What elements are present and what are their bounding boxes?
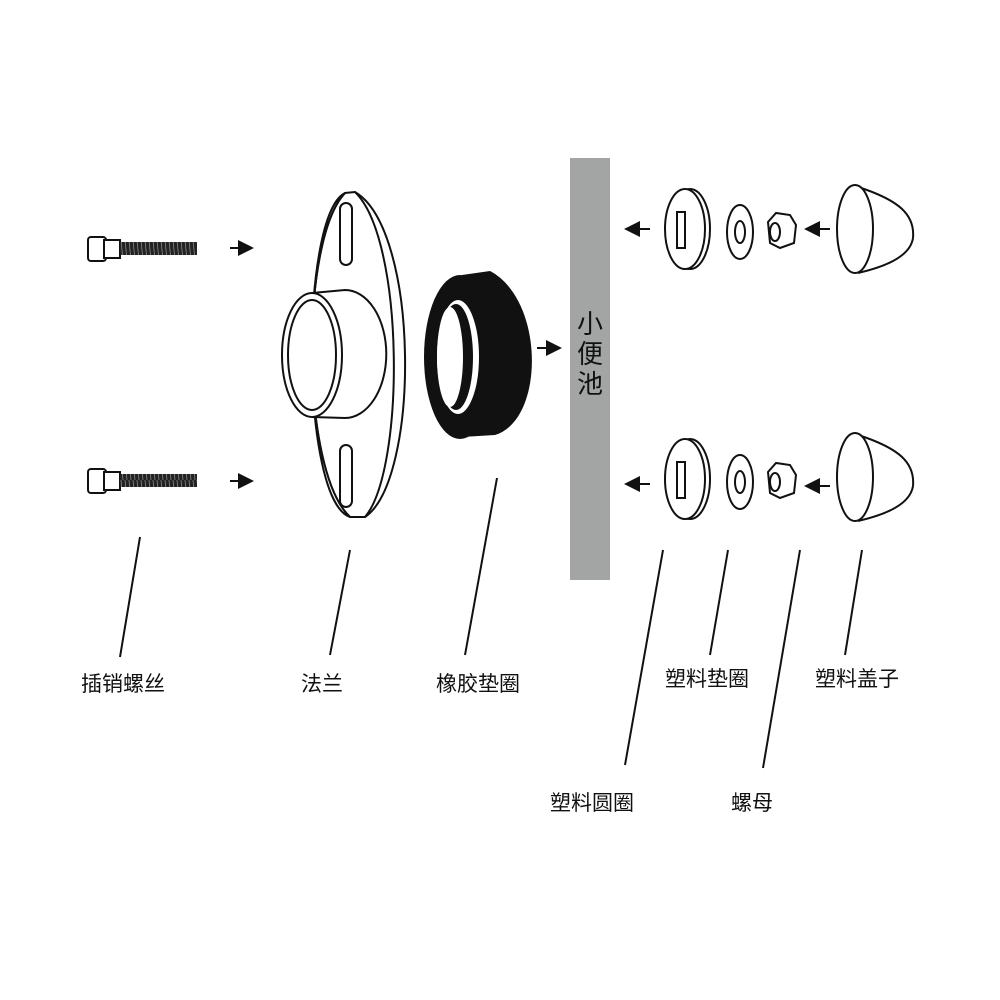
label-nut: 螺母 — [731, 791, 773, 815]
hardware-row-bottom — [624, 432, 915, 522]
wall-label-char: 便 — [577, 340, 603, 370]
label-rubber-gasket: 橡胶垫圈 — [436, 672, 520, 696]
label-plastic-cap: 塑料盖子 — [815, 667, 899, 691]
wall-label-char: 小 — [577, 310, 603, 340]
hardware-row-top — [624, 184, 915, 274]
label-plastic-washer: 塑料垫圈 — [665, 667, 749, 691]
flange — [281, 190, 406, 518]
pin-screw-top — [87, 236, 197, 262]
urinal-wall — [570, 158, 610, 580]
pin-screw-bottom — [87, 468, 197, 494]
rubber-gasket — [424, 271, 532, 439]
leader-lines — [119, 477, 863, 769]
wall-label-char: 池 — [577, 370, 603, 400]
label-plastic-ring: 塑料圆圈 — [550, 791, 634, 815]
label-flange: 法兰 — [301, 672, 343, 696]
label-pin-screw: 插销螺丝 — [81, 672, 165, 696]
